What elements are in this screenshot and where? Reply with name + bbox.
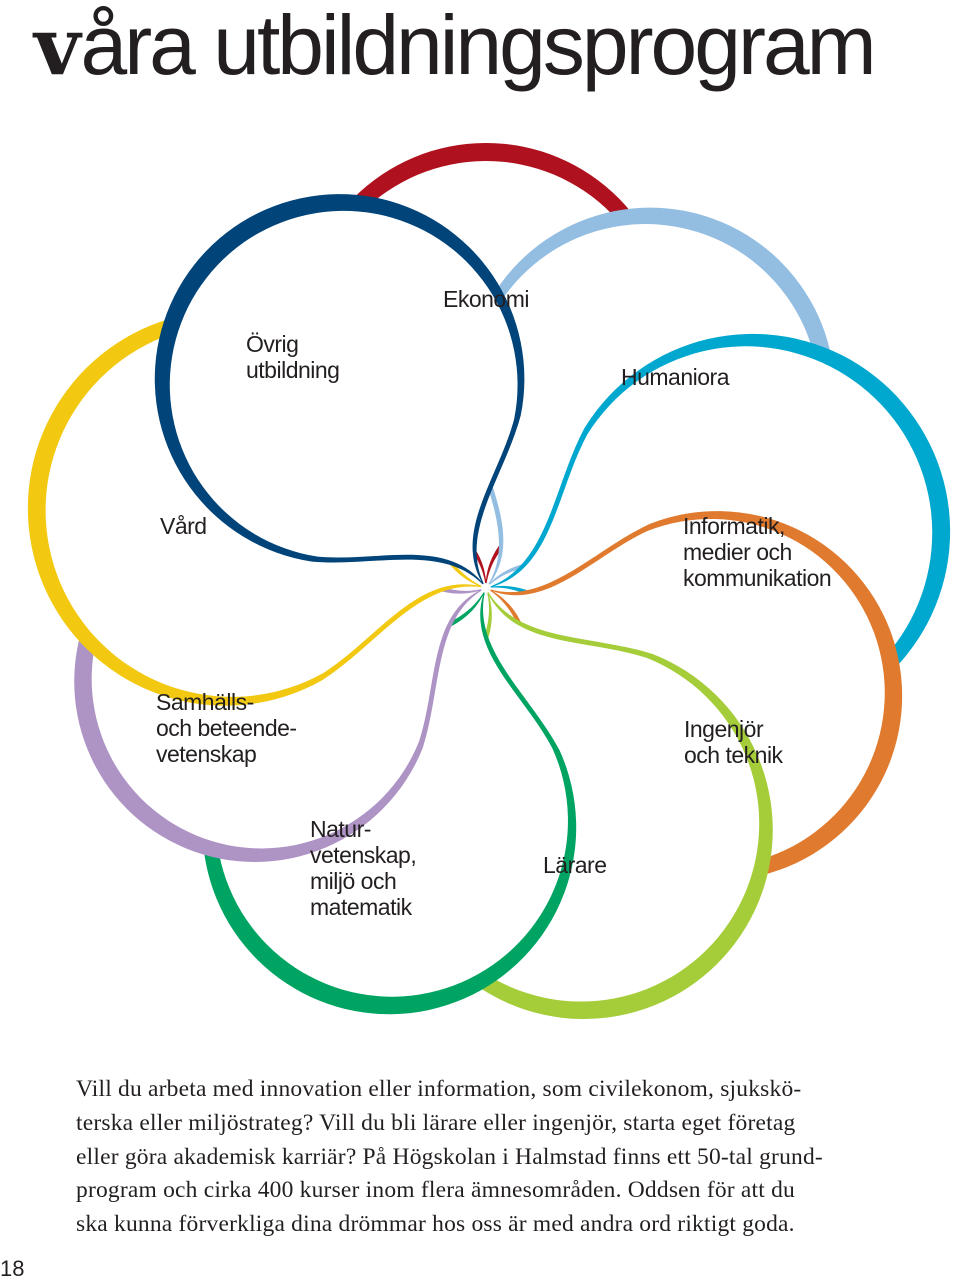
label-ingenjor: Ingenjör och teknik <box>684 716 783 768</box>
label-informatik: Informatik, medier och kommunikation <box>683 513 832 591</box>
page-title: våra utbildningsprogram <box>34 0 877 93</box>
label-ovrig: Övrig utbildning <box>246 331 340 383</box>
label-ekonomi: Ekonomi <box>443 286 529 312</box>
paragraph-line: eller göra akademisk karriär? På Högskol… <box>76 1143 823 1170</box>
program-flower <box>27 143 951 1019</box>
paragraph-line: Vill du arbeta med innovation eller info… <box>76 1076 802 1102</box>
paragraph-line: program och cirka 400 kurser inom flera … <box>76 1177 795 1204</box>
flower-center <box>481 583 491 593</box>
label-samhall: Samhälls- och beteende- vetenskap <box>156 689 297 767</box>
page-number: 18 <box>0 1256 25 1281</box>
label-vard: Vård <box>160 513 207 539</box>
label-larare: Lärare <box>543 852 607 878</box>
petal-ovrig <box>154 194 525 588</box>
label-naturvetenskap: Natur- vetenskap, miljö och matematik <box>310 816 417 920</box>
title-initial: v <box>34 0 81 93</box>
label-humaniora: Humaniora <box>621 364 730 390</box>
intro-paragraph: Vill du arbeta med innovation eller info… <box>76 1073 936 1242</box>
paragraph-line: ska kunna förverkliga dina drömmar hos o… <box>76 1211 795 1238</box>
paragraph-line: terska eller miljöstrateg? Vill du bli l… <box>76 1109 796 1136</box>
title-rest: åra utbildningsprogram <box>80 0 876 92</box>
petal-hole <box>169 210 518 582</box>
